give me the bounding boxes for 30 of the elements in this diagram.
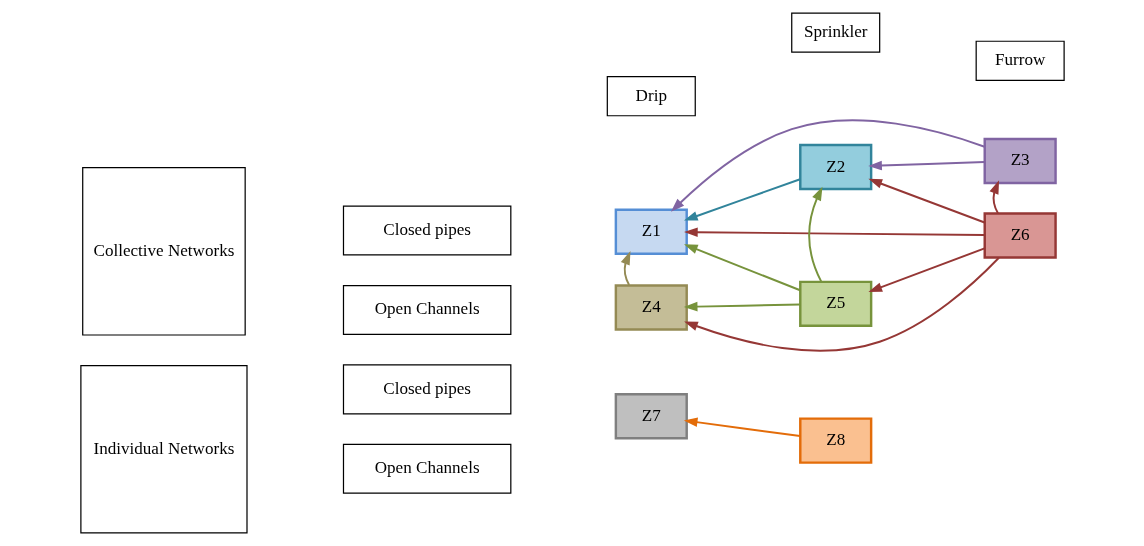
node-box: Open Channels	[342, 443, 511, 494]
arrow	[683, 417, 801, 437]
node-box: Z5	[798, 280, 872, 328]
node-box: Z2	[798, 143, 872, 191]
arrow	[683, 227, 985, 238]
node-box: Closed pipes	[342, 205, 511, 256]
node-box: Z6	[983, 212, 1057, 259]
node-box: Open Channels	[342, 284, 511, 335]
node-box: Furrow	[975, 40, 1065, 81]
arrow	[670, 119, 986, 212]
node-box: Sprinkler	[790, 12, 880, 53]
arrow	[683, 244, 801, 292]
node-box: Drip	[606, 76, 696, 117]
node-box: Z4	[614, 284, 688, 331]
node-box: Z7	[614, 393, 688, 440]
arrow	[683, 301, 801, 312]
node-box: Z8	[798, 417, 872, 464]
node-box: Z1	[614, 208, 688, 255]
arrow	[807, 186, 822, 283]
node-box: Closed pipes	[342, 364, 511, 415]
node-box: Collective Networks	[81, 167, 246, 336]
arrow	[989, 180, 999, 215]
arrow	[683, 256, 1000, 352]
node-box: Z3	[983, 137, 1057, 185]
arrow	[867, 178, 985, 224]
node-box: Individual Networks	[79, 364, 248, 534]
arrow	[867, 160, 985, 171]
arrow	[867, 247, 985, 293]
arrow	[683, 178, 801, 221]
arrow	[620, 251, 630, 286]
